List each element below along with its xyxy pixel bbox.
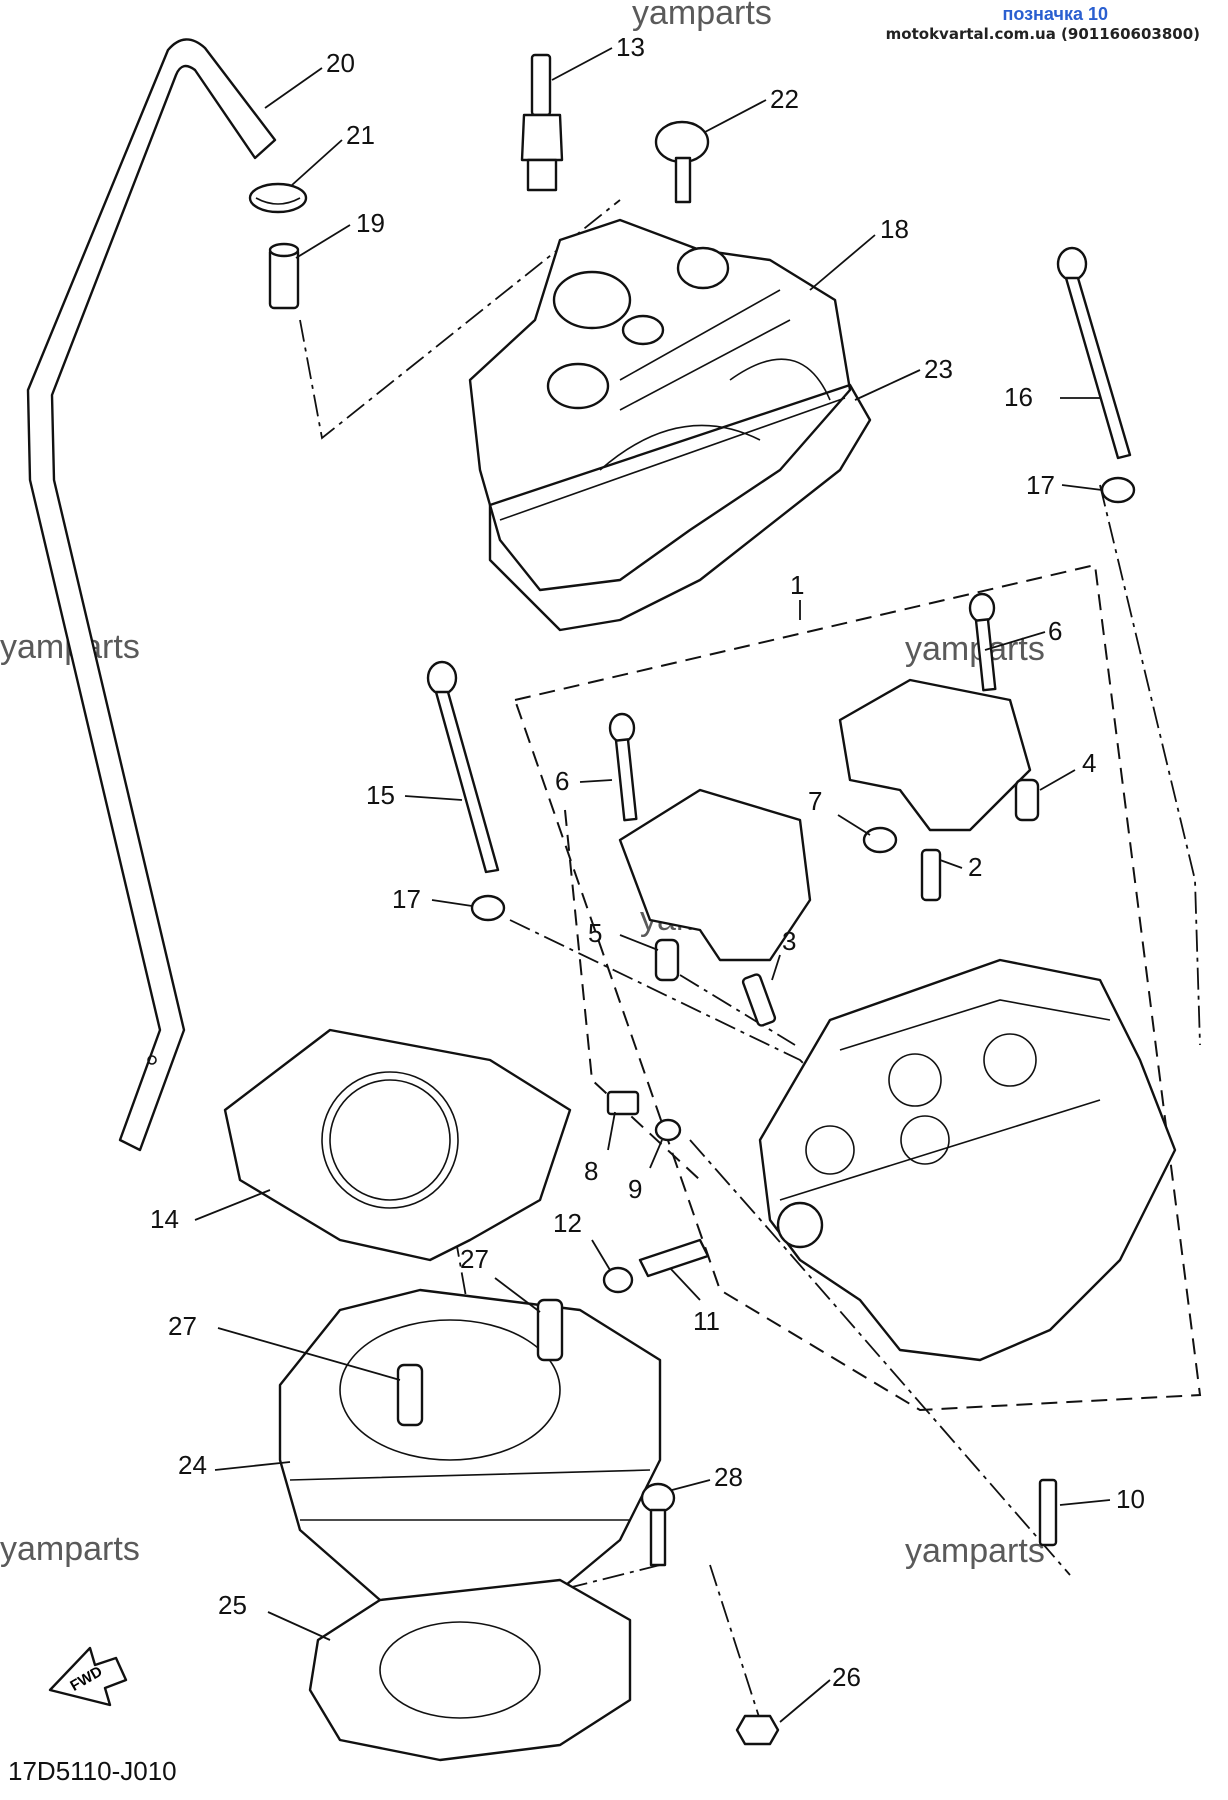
- alignment-line: [679, 974, 796, 1046]
- watermark: yamparts: [905, 1532, 1045, 1570]
- breather-hose: [26, 38, 277, 1152]
- grommet: [862, 826, 898, 854]
- callout-label: 7: [808, 786, 822, 816]
- callout-label: 4: [1082, 748, 1096, 778]
- callouts: 1 2 3 4 5 6 6 7 8 9 10 11 12 13 14 15 16: [150, 32, 1145, 1723]
- callout-label: 27: [460, 1244, 489, 1274]
- callout-label: 17: [1026, 470, 1055, 500]
- callout-label: 10: [1116, 1484, 1145, 1514]
- camshaft-cap: [618, 788, 812, 962]
- cover-bolt: [654, 120, 710, 204]
- callout-label: 17: [392, 884, 421, 914]
- cylinder-block: [278, 1288, 662, 1632]
- spark-plug: [520, 53, 564, 192]
- alignment-line: [299, 199, 621, 440]
- camshaft-cap-bolt: [968, 592, 997, 692]
- dowel-pin: [654, 938, 680, 982]
- cylinder-head: [758, 958, 1177, 1362]
- head-cover-gasket: [488, 383, 872, 632]
- callout-label: 25: [218, 1590, 247, 1620]
- watermark: yamparts: [0, 1530, 140, 1568]
- stud-bolt: [638, 1238, 710, 1278]
- callout-label: 11: [693, 1306, 720, 1336]
- callout-label: 2: [968, 852, 982, 882]
- callout-label: 15: [366, 780, 395, 810]
- oil-pipe-fitting: [920, 848, 942, 902]
- long-stud-bolt: [426, 660, 500, 874]
- callout-label: 8: [584, 1156, 598, 1186]
- callout-label: 6: [1048, 616, 1062, 646]
- breather-fitting: [268, 242, 300, 310]
- nut: [735, 1714, 780, 1746]
- hose-clip: [248, 182, 308, 214]
- washer: [654, 1118, 682, 1142]
- cylinder-bolt: [640, 1482, 676, 1567]
- callout-label: 27: [168, 1311, 197, 1341]
- callout-label: 26: [832, 1662, 861, 1692]
- washer: [470, 894, 506, 922]
- callout-label: 13: [616, 32, 645, 62]
- camshaft-cap-bolt: [608, 712, 638, 822]
- fwd-arrow-icon: FWD: [48, 1646, 128, 1707]
- long-stud-bolt: [1056, 246, 1132, 460]
- callout-label: 24: [178, 1450, 207, 1480]
- page-title: позначка 10: [1002, 4, 1108, 24]
- nut: [602, 1266, 634, 1294]
- callout-label: 16: [1004, 382, 1033, 412]
- callout-label: 5: [588, 918, 602, 948]
- callout-label: 1: [790, 570, 804, 600]
- cylinder-head-gasket: [223, 1028, 572, 1262]
- callout-label: 28: [714, 1462, 743, 1492]
- callout-label: 14: [150, 1204, 179, 1234]
- head-cover-gasket-edge: [499, 397, 846, 521]
- assembly-boundary-inner: [564, 809, 701, 1181]
- camshaft-cap: [838, 678, 1032, 832]
- stud-bolt: [1038, 1478, 1058, 1547]
- callout-label: 6: [555, 766, 569, 796]
- watermark: yamparts: [632, 0, 772, 32]
- callout-label: 3: [782, 926, 796, 956]
- callout-label: 18: [880, 214, 909, 244]
- diagram-code: 17D5110-J010: [8, 1756, 177, 1786]
- washer: [1100, 476, 1136, 504]
- callout-label: 19: [356, 208, 385, 238]
- source-site: motokvartal.com.ua (901160603800): [885, 25, 1200, 43]
- cylinder-base-gasket: [308, 1578, 632, 1762]
- watermark: yamparts: [905, 630, 1045, 668]
- valve-guide: [741, 973, 777, 1027]
- callout-label: 23: [924, 354, 953, 384]
- alignment-line: [709, 1564, 761, 1721]
- callout-label: 12: [553, 1208, 582, 1238]
- callout-label: 22: [770, 84, 799, 114]
- alignment-line: [1099, 484, 1201, 1046]
- callout-label: 21: [346, 120, 375, 150]
- dowel-pin: [1014, 778, 1040, 822]
- bolt: [606, 1090, 640, 1116]
- callout-label: 20: [326, 48, 355, 78]
- dowel-pin: [536, 1298, 564, 1362]
- callout-label: 9: [628, 1174, 642, 1204]
- alignment-line: [689, 1139, 1071, 1576]
- dowel-pin: [396, 1363, 424, 1427]
